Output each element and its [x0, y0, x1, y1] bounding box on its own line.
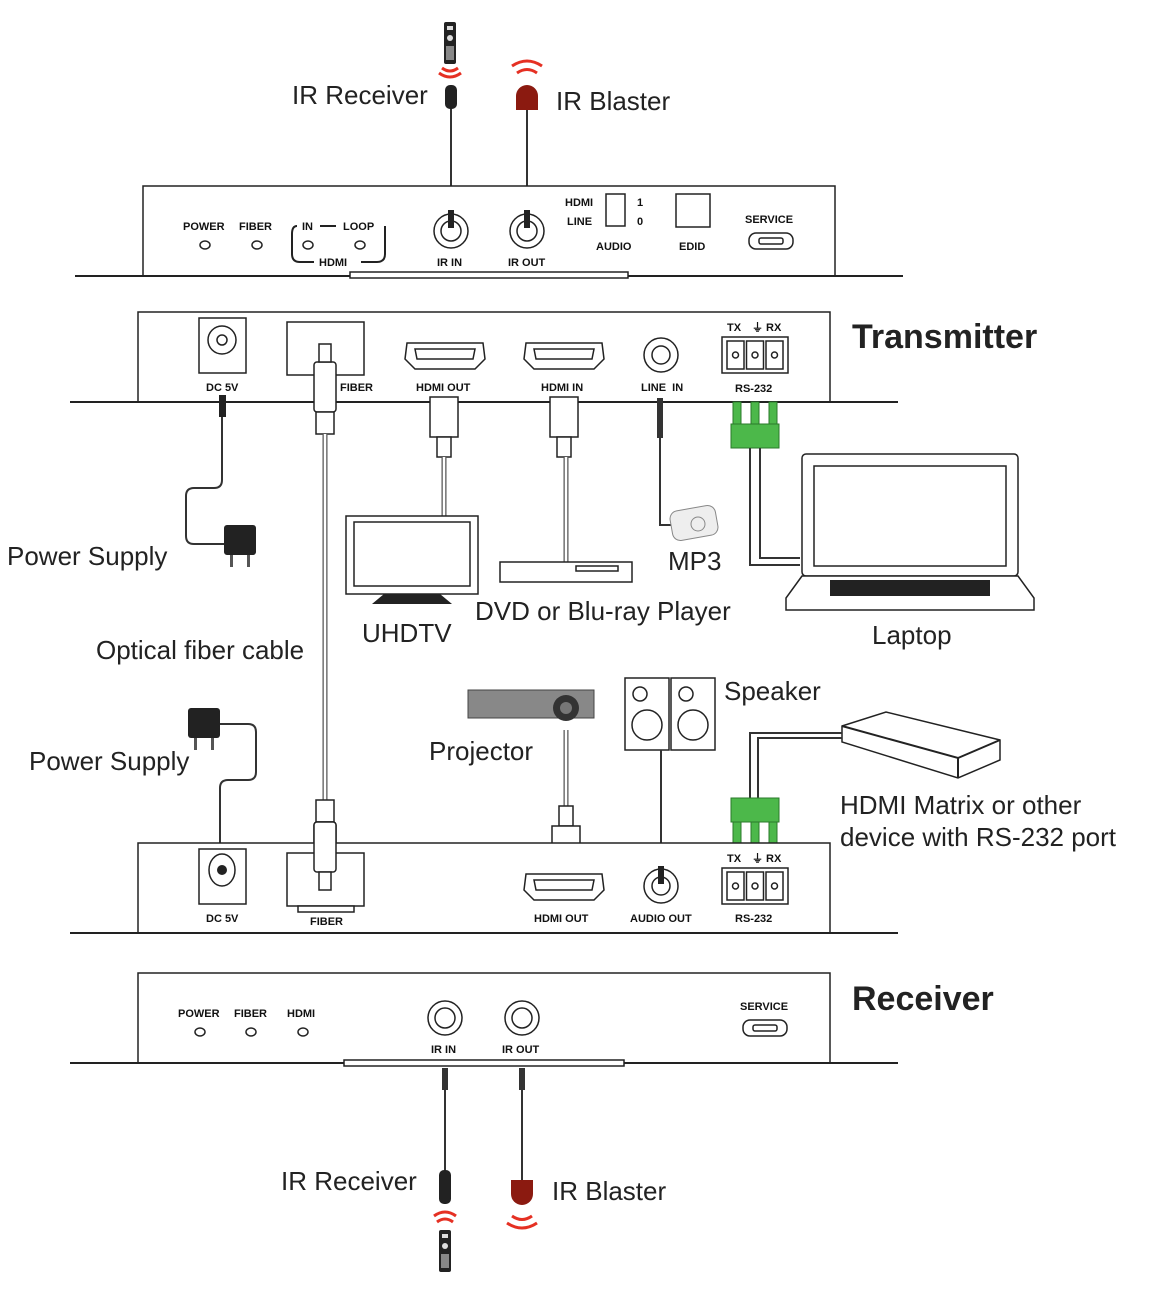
fiber-led	[251, 240, 263, 250]
hdmi-in-led	[302, 240, 314, 250]
fiber-port-label: FIBER	[310, 916, 343, 928]
laptop-label: Laptop	[872, 620, 952, 650]
hdmi-loop-led-label: LOOP	[343, 221, 374, 233]
ir-blaster-icon	[511, 1180, 533, 1205]
audio-switch-label: AUDIO	[596, 241, 632, 253]
ir-blaster-bottom-label: IR Blaster	[552, 1176, 666, 1206]
power-supply-1-label: Power Supply	[7, 541, 167, 571]
ir-receiver-sensor-icon	[445, 85, 457, 109]
fiber-led-label: FIBER	[234, 1008, 267, 1020]
dvd-player-icon	[499, 561, 633, 583]
power-supply-2-label: Power Supply	[29, 746, 189, 776]
audio-out-label: AUDIO OUT	[630, 913, 692, 925]
hdmi-out-port[interactable]	[404, 342, 486, 370]
transmitter-rear-panel: DC 5V FIBER HDMI OUT HDMI IN LINE IN TX …	[70, 311, 1037, 403]
rs232-label: RS-232	[735, 383, 772, 395]
ir-receiver-sensor-icon	[439, 1170, 451, 1204]
ir-out-label: IR OUT	[508, 257, 546, 269]
hdmi-led	[297, 1027, 309, 1037]
hdmi-matrix-label-line1: HDMI Matrix or other	[840, 790, 1082, 820]
service-label: SERVICE	[745, 214, 793, 226]
ir-signal-icon	[506, 1214, 538, 1230]
hdmi-matrix: HDMI Matrix or other device with RS-232 …	[730, 711, 1117, 852]
speaker-label: Speaker	[724, 676, 821, 706]
edid-label: EDID	[679, 241, 705, 253]
ir-blaster-icon	[516, 85, 538, 110]
rs232-port[interactable]	[721, 867, 789, 905]
rs232-port[interactable]	[721, 336, 789, 374]
ir-in-label: IR IN	[431, 1044, 456, 1056]
edid-switch[interactable]	[675, 193, 711, 228]
receiver-front-panel: POWER FIBER HDMI IR IN IR OUT SERVICE Re…	[70, 972, 994, 1067]
rs232-rx-label: RX	[766, 322, 782, 334]
transmitter-front-panel: POWER FIBER IN LOOP HDMI IR IN IR OUT HD…	[75, 185, 903, 279]
ir-out-label: IR OUT	[502, 1044, 540, 1056]
line-in-label: LINE IN	[641, 382, 683, 394]
power-led-label: POWER	[178, 1008, 220, 1020]
power-supply-tx: Power Supply	[7, 395, 256, 571]
hdmi-group-label: HDMI	[319, 257, 347, 269]
dc-5v-label: DC 5V	[206, 913, 239, 925]
power-led	[194, 1027, 206, 1037]
power-led-label: POWER	[183, 221, 225, 233]
hdmi-in-label: HDMI IN	[541, 382, 583, 394]
ir-in-label: IR IN	[437, 257, 462, 269]
ir-signal-icon	[433, 1210, 457, 1224]
hdmi-matrix-icon	[841, 711, 1001, 779]
mp3-icon	[669, 505, 719, 541]
fiber-led-label: FIBER	[239, 221, 272, 233]
rs232-label: RS-232	[735, 913, 772, 925]
remote-control-icon	[444, 22, 456, 64]
hdmi-out-label: HDMI OUT	[416, 382, 471, 394]
ir-receiver-bottom: IR Receiver	[281, 1068, 457, 1272]
dvd-player: DVD or Blu-ray Player	[475, 396, 731, 626]
hdmi-loop-led	[354, 240, 366, 250]
rs232-tx-label: TX	[727, 853, 742, 865]
fiber-port-label: FIBER	[340, 382, 373, 394]
switch-line-label: LINE	[567, 216, 592, 228]
power-adapter-icon	[224, 525, 256, 567]
power-led	[199, 240, 211, 250]
uhdtv-label: UHDTV	[362, 618, 452, 648]
fiber-led	[245, 1027, 257, 1037]
hdmi-in-port[interactable]	[523, 342, 605, 370]
ir-blaster-top: IR Blaster	[511, 59, 670, 215]
hdmi-matrix-label-line2: device with RS-232 port	[840, 822, 1117, 852]
projector: Projector	[429, 689, 595, 867]
fiber-cable: Optical fiber cable	[96, 343, 337, 891]
receiver-title: Receiver	[852, 980, 994, 1018]
audio-switch[interactable]	[605, 193, 626, 227]
rs232-rx-label: RX	[766, 853, 782, 865]
projector-label: Projector	[429, 736, 533, 766]
receiver-rear-panel: DC 5V FIBER HDMI OUT AUDIO OUT TX ⏚ RX R…	[70, 821, 898, 934]
switch-1-label: 1	[637, 197, 643, 209]
ir-signal-icon	[511, 59, 543, 75]
laptop: Laptop	[730, 401, 1035, 650]
rs232-tx-label: TX	[727, 322, 742, 334]
ir-blaster-bottom: IR Blaster	[506, 1068, 666, 1230]
uhdtv: UHDTV	[345, 396, 479, 648]
remote-control-icon	[439, 1230, 451, 1272]
mp3-player: MP3	[657, 398, 721, 576]
dvd-player-label: DVD or Blu-ray Player	[475, 596, 731, 626]
hdmi-in-led-label: IN	[302, 221, 313, 233]
ir-receiver-top-label: IR Receiver	[292, 80, 428, 110]
ir-blaster-top-label: IR Blaster	[556, 86, 670, 116]
service-label: SERVICE	[740, 1001, 788, 1013]
hdmi-out-port[interactable]	[523, 873, 605, 901]
ground-icon: ⏚	[752, 852, 763, 865]
ir-receiver-bottom-label: IR Receiver	[281, 1166, 417, 1196]
transmitter-title: Transmitter	[852, 318, 1037, 356]
mp3-label: MP3	[668, 546, 721, 576]
switch-hdmi-label: HDMI	[565, 197, 593, 209]
ir-signal-icon	[438, 66, 462, 79]
optical-fiber-cable-label: Optical fiber cable	[96, 635, 304, 665]
hdmi-led-label: HDMI	[287, 1008, 315, 1020]
dc-5v-label: DC 5V	[206, 382, 239, 394]
ground-icon: ⏚	[752, 321, 763, 334]
hdmi-out-label: HDMI OUT	[534, 913, 589, 925]
power-adapter-icon	[188, 708, 220, 750]
switch-0-label: 0	[637, 216, 643, 228]
